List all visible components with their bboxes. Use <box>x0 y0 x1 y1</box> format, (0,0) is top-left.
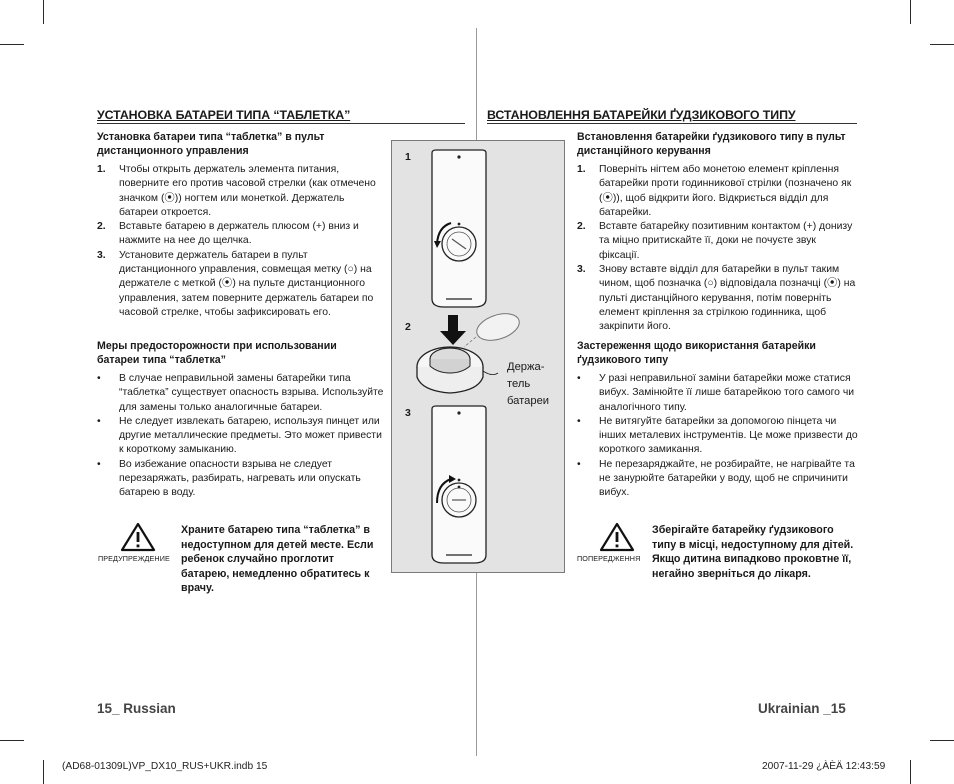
left-bullets: •В случае неправильной замены батарейки … <box>97 372 384 501</box>
step-item: 3.Знову вставте відділ для батарейки в п… <box>577 264 856 333</box>
step-item: 2.Вставьте батарею в держатель плюсом (+… <box>97 221 359 247</box>
crop-mark <box>43 760 44 784</box>
remote-control-illustration <box>431 405 487 564</box>
bullet-item: •У разі неправильної заміни батарейки мо… <box>577 373 855 413</box>
left-precautions-heading: Меры предосторожности при использовании … <box>97 340 337 366</box>
crop-mark <box>930 44 954 45</box>
warning-icon <box>599 522 635 552</box>
figure-step-number: 1 <box>405 151 411 163</box>
warning-label: ПРЕДУПРЕЖДЕНИЕ <box>98 554 170 563</box>
warning-icon <box>120 522 156 552</box>
figure-step-number: 3 <box>405 407 411 419</box>
step-item: 3.Установите держатель батареи в пульт д… <box>97 249 374 318</box>
crop-mark <box>910 760 911 784</box>
remote-control-illustration <box>431 149 487 308</box>
bullet-item: •Не витягуйте батарейки за допомогою пін… <box>577 415 858 456</box>
right-heading-rule <box>487 123 857 124</box>
figure-step-number: 2 <box>405 321 411 333</box>
crop-mark <box>930 740 954 741</box>
crop-mark <box>910 0 911 24</box>
warning-text: Зберігайте батарейку ґудзикового типу в … <box>652 524 854 580</box>
crop-mark <box>43 0 44 24</box>
warning-text: Храните батарею типа “таблетка” в недост… <box>181 524 374 594</box>
page-footer-left: 15_ Russian <box>97 701 176 716</box>
right-heading: ВСТАНОВЛЕННЯ БАТАРЕЙКИ ҐУДЗИКОВОГО ТИПУ <box>487 108 796 122</box>
crop-mark <box>0 44 24 45</box>
page-footer-right: Ukrainian _15 <box>758 701 846 716</box>
battery-figure: 1 2 3 Держа- тель батареи <box>391 140 565 573</box>
right-subheading: Встановлення батарейки ґудзикового типу … <box>577 131 846 157</box>
step-item: 1.Поверніть нігтем або монетою елемент к… <box>577 164 852 218</box>
print-file-info: (AD68-01309L)VP_DX10_RUS+UKR.indb 15 <box>62 761 268 772</box>
left-heading: УСТАНОВКА БАТАРЕИ ТИПА “ТАБЛЕТКА” <box>97 108 351 122</box>
print-timestamp: 2007-11-29 ¿ÀÈÄ 12:43:59 <box>762 761 886 772</box>
crop-mark <box>0 740 24 741</box>
battery-insertion-illustration <box>416 313 520 394</box>
right-steps: 1.Поверніть нігтем або монетою елемент к… <box>577 163 859 335</box>
battery-holder-label: Держа- тель батареи <box>507 361 550 407</box>
left-steps: 1.Чтобы открыть держатель элемента питан… <box>97 163 384 320</box>
bullet-item: •В случае неправильной замены батарейки … <box>97 373 384 413</box>
bullet-item: •Во избежание опасности взрыва не следуе… <box>97 458 361 499</box>
warning-label: ПОПЕРЕДЖЕННЯ <box>577 554 641 563</box>
left-heading-rule <box>97 123 465 124</box>
right-precautions-heading: Застереження щодо використання батарейки… <box>577 340 816 366</box>
right-bullets: •У разі неправильної заміни батарейки мо… <box>577 372 859 501</box>
bullet-item: •Не перезаряджайте, не розбирайте, не на… <box>577 458 855 499</box>
step-item: 2.Вставте батарейку позитивним контактом… <box>577 221 853 261</box>
step-item: 1.Чтобы открыть держатель элемента питан… <box>97 164 376 218</box>
left-subheading: Установка батареи типа “таблетка” в пуль… <box>97 131 325 157</box>
bullet-item: •Не следует извлекать батарею, используя… <box>97 415 382 456</box>
